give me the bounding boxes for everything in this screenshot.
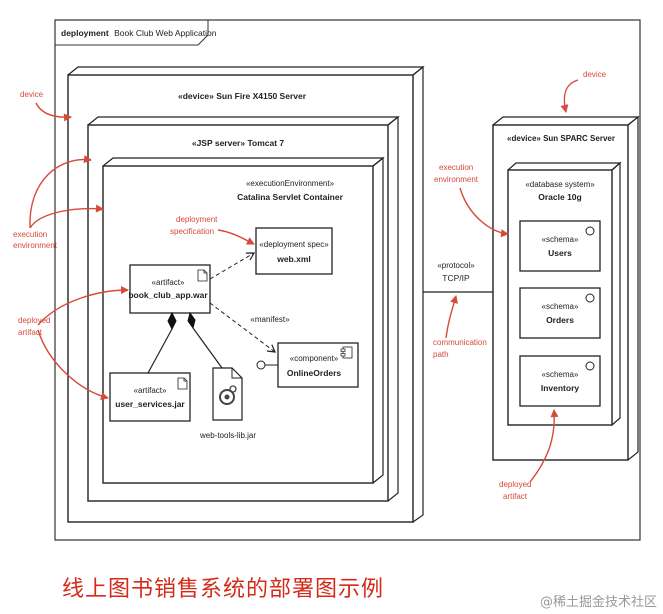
svg-text:web.xml: web.xml: [276, 254, 311, 264]
schema-orders: «schema» Orders: [519, 287, 601, 339]
schema-icon: [585, 361, 595, 371]
node-title-tomcat: «JSP server» Tomcat 7: [192, 138, 285, 148]
node-stereo-oracle: «database system»: [525, 180, 595, 189]
svg-text:OnlineOrders: OnlineOrders: [287, 368, 342, 378]
annotation-deployed-artifact-left: deployed: [18, 316, 50, 325]
frame-tab: [55, 20, 209, 46]
artifact-user-services-jar: «artifact» user_services.jar: [109, 372, 191, 422]
svg-text:«artifact»: «artifact»: [152, 278, 185, 287]
node-oracle: «database system» Oracle 10g: [507, 161, 622, 426]
node-title-oracle: Oracle 10g: [538, 192, 581, 202]
svg-text:artifact: artifact: [18, 328, 43, 337]
component-online-orders: «component» OnlineOrders: [277, 342, 359, 388]
schema-users: «schema» Users: [519, 220, 601, 272]
svg-text:«deployment spec»: «deployment spec»: [259, 240, 329, 249]
file-gear-icon: [212, 367, 243, 421]
svg-text:path: path: [433, 350, 449, 359]
label-web-tools-lib: web-tools-lib.jar: [199, 431, 256, 440]
svg-text:«component»: «component»: [290, 354, 339, 363]
svg-text:environment: environment: [434, 175, 479, 184]
schema-icon: [585, 226, 595, 236]
diagram-caption: 线上图书销售系统的部署图示例: [62, 577, 385, 602]
node-title-catalina: Catalina Servlet Container: [237, 192, 344, 202]
annotation-exec-env-right: execution: [439, 163, 473, 172]
node-sun-fire-server: «device» Sun Fire X4150 Server: [67, 65, 425, 523]
svg-text:book_club_app.war: book_club_app.war: [128, 290, 208, 300]
svg-text:user_services.jar: user_services.jar: [115, 399, 185, 409]
frame-title: deployment Book Club Web Application: [61, 28, 217, 38]
node-sun-sparc-server: «device» Sun SPARC Server: [492, 115, 640, 461]
annotation-device-right: device: [583, 70, 607, 79]
composition-war-jar: [147, 328, 173, 374]
protocol-name: TCP/IP: [442, 273, 470, 283]
annotation-arrows: [29, 79, 579, 483]
annotation-device-left: device: [20, 90, 44, 99]
document-icon: [197, 269, 208, 282]
node-tomcat: «JSP server» Tomcat 7: [87, 115, 400, 502]
artifact-war: «artifact» book_club_app.war: [128, 264, 211, 314]
deployment-frame: [54, 19, 641, 541]
node-title-sun-fire: «device» Sun Fire X4150 Server: [178, 91, 307, 101]
annotation-exec-env-left: execution: [13, 230, 47, 239]
protocol-stereotype: «protocol»: [437, 261, 475, 270]
composition-diamond-left: [167, 311, 177, 331]
artifact-web-xml: «deployment spec» web.xml: [255, 227, 333, 275]
svg-text:«schema»: «schema»: [542, 235, 579, 244]
annotation-deployment-spec: deployment: [176, 215, 218, 224]
svg-text:«artifact»: «artifact»: [134, 386, 167, 395]
annotations: device device execution environment exec…: [13, 70, 607, 501]
node-catalina: «executionEnvironment» Catalina Servlet …: [102, 156, 385, 484]
node-title-sun-sparc: «device» Sun SPARC Server: [507, 134, 615, 143]
annotation-deployed-artifact-right: deployed: [499, 480, 531, 489]
schema-icon: [585, 293, 595, 303]
composition-diamond-right: [187, 311, 196, 330]
watermark: @稀土掘金技术社区: [539, 595, 657, 610]
svg-text:«schema»: «schema»: [542, 302, 579, 311]
svg-text:specification: specification: [170, 227, 214, 236]
svg-text:Users: Users: [548, 248, 572, 258]
svg-text:environment: environment: [13, 241, 58, 250]
schema-inventory: «schema» Inventory: [519, 355, 601, 407]
svg-text:artifact: artifact: [503, 492, 528, 501]
node-stereo-catalina: «executionEnvironment»: [246, 179, 335, 188]
composition-war-lib: [192, 327, 223, 369]
dependency-war-webxml: [209, 252, 256, 280]
svg-text:Orders: Orders: [546, 315, 574, 325]
svg-text:Inventory: Inventory: [541, 383, 580, 393]
svg-text:«schema»: «schema»: [542, 370, 579, 379]
label-manifest: «manifest»: [250, 315, 290, 324]
component-icon: [340, 346, 353, 359]
dependency-war-component: [209, 302, 276, 353]
provided-interface-icon: [256, 360, 266, 370]
annotation-communication-path: communication: [433, 338, 487, 347]
document-icon: [177, 377, 188, 390]
